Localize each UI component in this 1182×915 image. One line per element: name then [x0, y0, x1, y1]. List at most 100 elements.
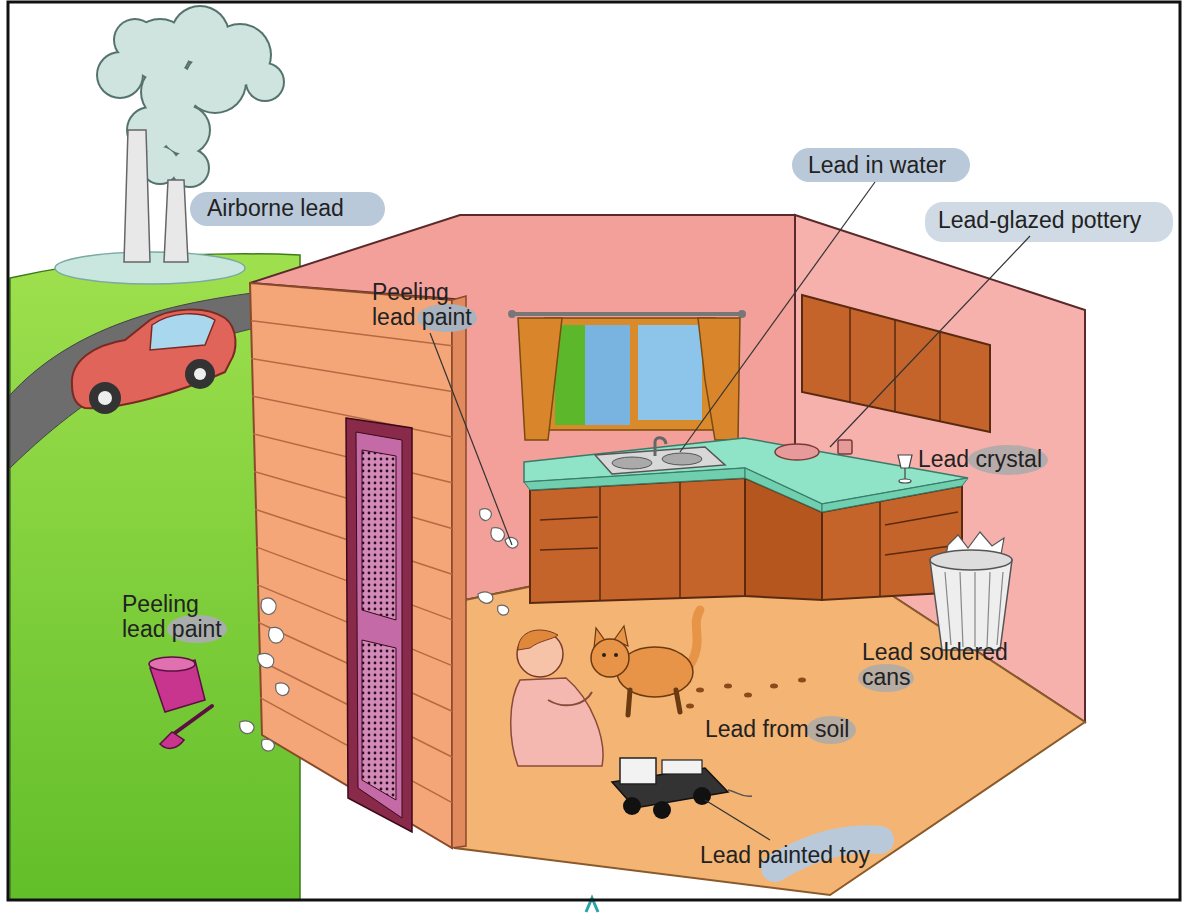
- cat-leg: [676, 690, 680, 712]
- bucket-rim: [149, 657, 195, 671]
- wall-edge: [452, 296, 466, 848]
- frame-border: [8, 2, 1180, 900]
- window-pane: [638, 325, 702, 420]
- trash-can-rib: [974, 572, 975, 647]
- trash-can-rib: [945, 572, 951, 645]
- callout-label: Peeling lead paint: [122, 592, 232, 642]
- curtain: [698, 318, 740, 440]
- drawer-line: [540, 548, 598, 550]
- paint-chip: [491, 528, 504, 542]
- smoke-puff: [161, 106, 209, 154]
- pottery-cup: [838, 440, 852, 454]
- paint-chip: [262, 739, 275, 751]
- child-arm: [548, 692, 592, 705]
- callout-label: Lead from soil: [705, 717, 849, 742]
- cabinet-door-line: [849, 308, 851, 402]
- countertop-edge: [745, 468, 822, 512]
- footprint: [798, 678, 806, 683]
- callout-label: Lead painted toy: [700, 843, 870, 868]
- window-frame: [545, 318, 715, 430]
- cat-eye: [614, 653, 618, 657]
- sink-basin: [662, 453, 702, 465]
- siding-wall: [250, 283, 452, 848]
- cat-tail: [690, 610, 700, 665]
- trash-can-rim: [930, 550, 1012, 570]
- lower-cabinet: [530, 478, 745, 603]
- window-pane: [555, 325, 630, 425]
- cat-head: [591, 639, 629, 677]
- paint-chip: [240, 721, 254, 734]
- trash-can-rib: [960, 572, 963, 647]
- sink: [595, 447, 725, 474]
- car-wheel: [185, 359, 215, 389]
- leader-line: [680, 182, 875, 452]
- paint-chip: [276, 683, 289, 695]
- car-window: [150, 314, 215, 350]
- smokestack: [164, 180, 188, 262]
- cabinet-door-line: [894, 320, 896, 412]
- paint-chip: [258, 653, 274, 667]
- toy-wheel: [653, 801, 671, 819]
- cat-leg: [628, 690, 630, 715]
- paint-chip: [498, 605, 509, 615]
- paint-chip: [478, 592, 493, 603]
- toy-truck-bed: [662, 760, 702, 774]
- footprint: [696, 688, 704, 693]
- callout-label: Lead crystal: [918, 447, 1042, 472]
- leader-line: [705, 800, 770, 840]
- drawer-line: [885, 512, 958, 525]
- pottery-plate: [775, 444, 819, 460]
- highlight-mark: [925, 202, 1173, 242]
- sink-basin: [612, 457, 652, 469]
- curtain-rod: [512, 312, 742, 316]
- trash-can-rib: [997, 572, 1003, 645]
- callout-label: Lead soldered cans: [862, 640, 1012, 690]
- cabinet-door-line: [879, 501, 881, 597]
- leader-line: [830, 236, 1030, 447]
- child-hair: [518, 630, 558, 650]
- countertop-edge: [822, 478, 968, 512]
- toy-wheel: [623, 797, 641, 815]
- toy-truck-cab: [620, 758, 656, 784]
- child-body: [511, 678, 603, 766]
- door-panel: [356, 432, 402, 818]
- screen-mesh: [362, 450, 396, 620]
- cat-eye: [602, 653, 606, 657]
- rod-finial: [738, 310, 746, 318]
- footprint: [770, 684, 778, 689]
- paint-chip: [269, 627, 284, 643]
- crystal-glass-bowl: [898, 455, 912, 468]
- callout-label: Lead-glazed pottery: [938, 208, 1141, 233]
- smokestack: [124, 130, 150, 262]
- smoke-puff: [247, 64, 283, 100]
- rod-finial: [508, 310, 516, 318]
- cabinet-door-line: [599, 486, 601, 600]
- paint-chip: [261, 598, 276, 614]
- highlight-mark: [190, 192, 385, 226]
- drawer-line: [540, 517, 598, 520]
- paint-chip: [480, 509, 492, 521]
- cabinet-door-line: [679, 482, 681, 598]
- footprint: [724, 684, 732, 689]
- child-head: [517, 631, 563, 677]
- callout-label: Peeling lead paint: [372, 280, 482, 330]
- car-hub: [98, 391, 112, 405]
- cabinet-door-line: [939, 332, 941, 421]
- smoke-cloud: [96, 5, 285, 188]
- faucet: [655, 438, 666, 456]
- highlight-mark: [792, 148, 970, 182]
- toy-string: [728, 790, 752, 796]
- crystal-glass-stem: [904, 468, 905, 480]
- curtain: [518, 318, 562, 440]
- footprint: [744, 693, 752, 698]
- siding-board: [251, 358, 452, 391]
- leader-line: [430, 333, 512, 545]
- car-wheel: [89, 382, 121, 414]
- callout-label: Airborne lead: [207, 196, 344, 221]
- upper-cabinet: [802, 295, 990, 432]
- door-frame: [346, 418, 412, 832]
- car-hub: [194, 368, 206, 380]
- smoke-puff: [115, 20, 155, 60]
